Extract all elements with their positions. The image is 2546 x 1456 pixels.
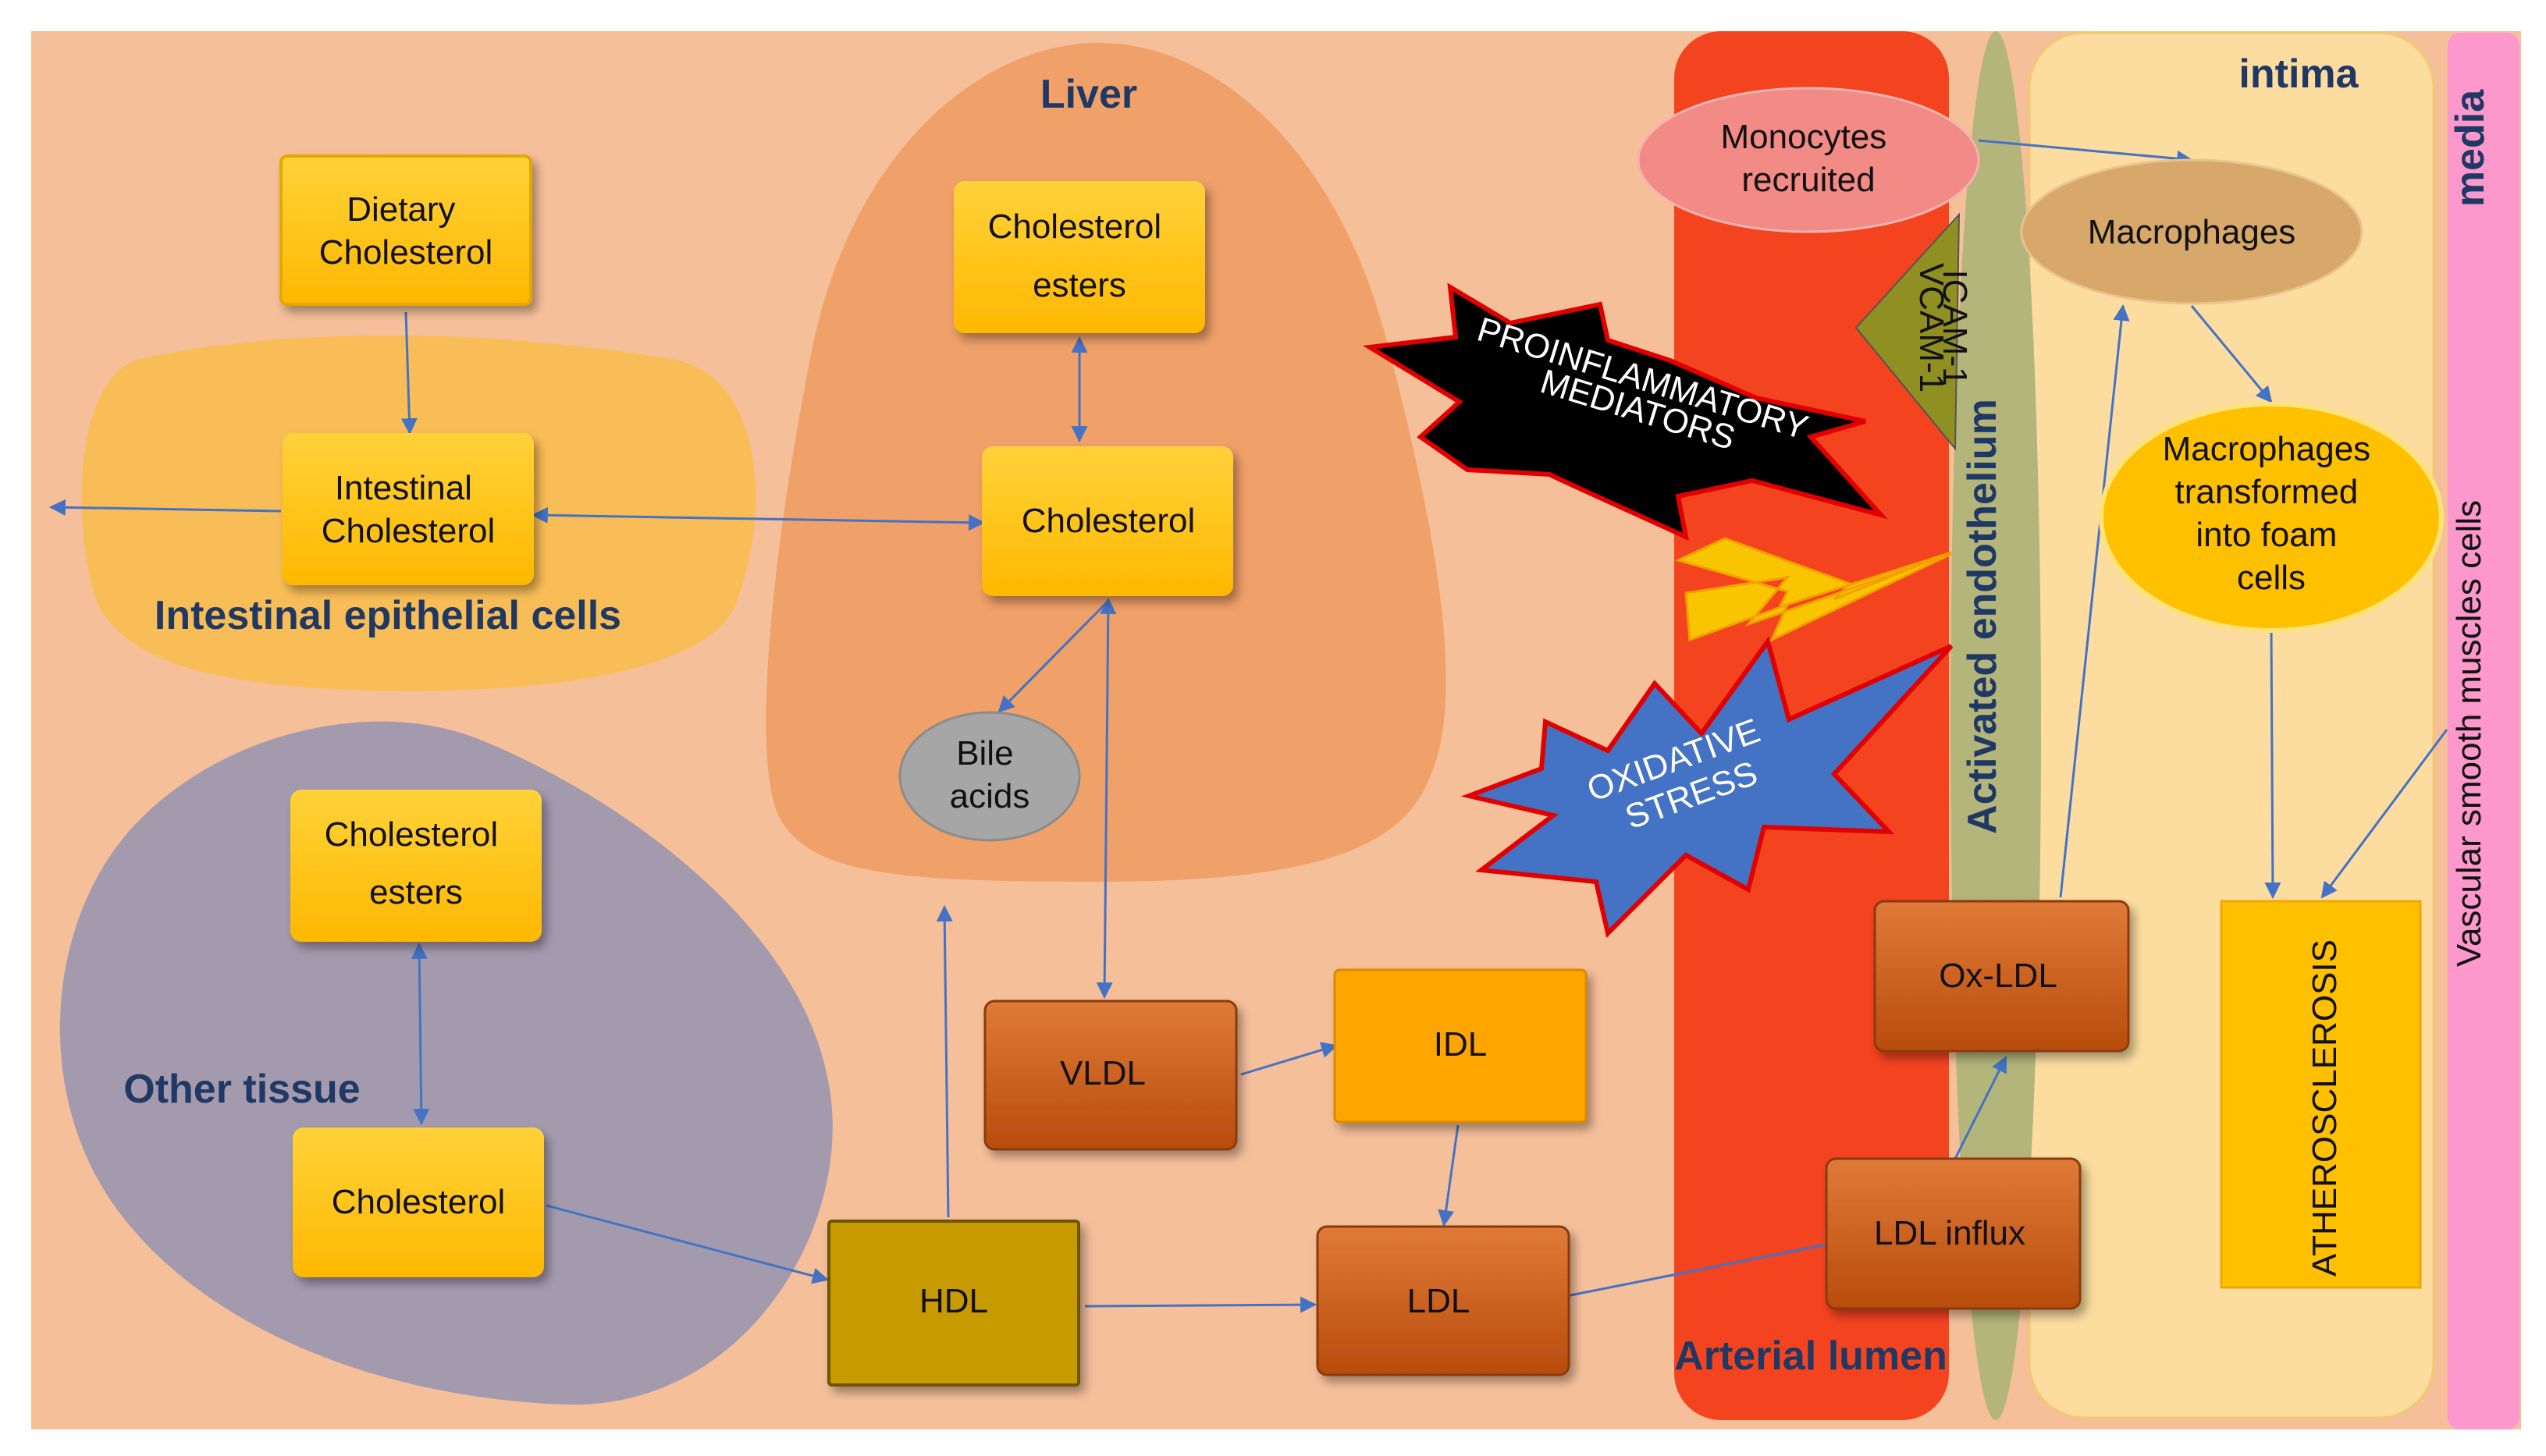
arrow-vldl-to-idl bbox=[1240, 1042, 1339, 1076]
icam-label: ICAM-1 bbox=[1936, 269, 1974, 385]
arrow-dietary-to-intestinal bbox=[400, 311, 418, 435]
bile-acids-node bbox=[898, 711, 1081, 842]
arrow-cholesterol-vldl bbox=[1096, 597, 1117, 1000]
arrow-monocytes-to-macrophages bbox=[1978, 139, 2194, 167]
tissue-cholesterol-esters-label: Cholesterol esters bbox=[325, 815, 508, 911]
smooth-muscle-label: Vascular smooth muscles cells bbox=[2450, 500, 2488, 967]
dietary-cholesterol-label: Dietary Cholesterol bbox=[319, 190, 493, 272]
other-tissue-label: Other tissue bbox=[123, 1067, 360, 1112]
tissue-cholesterol-label: Cholesterol bbox=[332, 1183, 506, 1221]
arrow-hdl-to-liver bbox=[936, 904, 953, 1218]
liver-cholesterol-esters-label: Cholesterol esters bbox=[988, 208, 1172, 304]
endothelium-region bbox=[1950, 31, 2041, 1420]
arrow-foam-to-atherosclerosis bbox=[2264, 630, 2281, 900]
tissue-cholesterol-node bbox=[293, 1128, 544, 1277]
arrow-ldl-to-influx bbox=[1570, 1243, 1827, 1297]
macrophages-label: Macrophages bbox=[2088, 213, 2296, 251]
adhesion-molecules-triangle bbox=[1854, 212, 1961, 451]
intima-label: intima bbox=[2238, 51, 2359, 97]
monocytes-node bbox=[1637, 87, 1980, 233]
arrow-cholesterol-to-bile bbox=[997, 599, 1110, 713]
liver-label: Liver bbox=[1040, 72, 1137, 117]
media-label: media bbox=[2448, 89, 2493, 207]
hdl-node bbox=[827, 1220, 1080, 1387]
atherosclerosis-node bbox=[2220, 900, 2422, 1289]
arrow-macrophages-to-foam bbox=[2190, 305, 2273, 403]
vldl-node bbox=[983, 1000, 1238, 1151]
monocytes-label: Monocytes recruited bbox=[1721, 118, 1897, 199]
arrow-idl-to-ldl bbox=[1438, 1124, 1460, 1227]
oxidative-stress-burst-icon bbox=[1460, 636, 1954, 938]
liver-cholesterol-label: Cholesterol bbox=[1022, 502, 1196, 540]
arrow-tissue-esters-cholesterol bbox=[411, 942, 430, 1126]
arrow-smooth-muscle-to-atherosclerosis bbox=[2320, 729, 2448, 899]
arterial-lumen-label: Arterial lumen bbox=[1674, 1333, 1947, 1379]
tissue-cholesterol-esters-node bbox=[290, 790, 542, 942]
atherosclerosis-label: ATHEROSCLEROSIS bbox=[2306, 939, 2344, 1277]
hdl-label: HDL bbox=[919, 1282, 988, 1320]
ldl-influx-label: LDL influx bbox=[1874, 1214, 2025, 1252]
arrow-hdl-to-ldl bbox=[1084, 1296, 1317, 1313]
ldl-node bbox=[1316, 1225, 1570, 1376]
ox-ldl-node bbox=[1873, 900, 2130, 1053]
ox-ldl-label: Ox-LDL bbox=[1939, 957, 2057, 995]
bile-acids-label: Bile acids bbox=[950, 734, 1030, 815]
ldl-label: LDL bbox=[1407, 1282, 1470, 1320]
lightning-bolt-icon bbox=[1674, 537, 1952, 643]
foam-cells-node bbox=[2099, 402, 2444, 633]
arrow-oxldl-to-macrophages bbox=[2059, 304, 2130, 898]
vldl-label: VLDL bbox=[1060, 1054, 1146, 1092]
vcam-label: VCAM-1 bbox=[1912, 263, 1950, 392]
other-tissue-region bbox=[59, 721, 833, 1405]
dietary-cholesterol-node bbox=[279, 154, 532, 306]
ldl-influx-node bbox=[1825, 1157, 2082, 1310]
macrophages-node bbox=[2020, 158, 2363, 305]
arrow-intestinal-liver bbox=[531, 506, 986, 531]
arrows bbox=[48, 139, 2448, 1313]
foam-cells-label: Macrophages transformed into foam cells bbox=[2163, 430, 2381, 597]
arrow-influx-to-oxldl bbox=[1954, 1056, 2007, 1159]
idl-node bbox=[1333, 968, 1588, 1124]
intestinal-cholesterol-label: Intestinal Cholesterol bbox=[322, 469, 496, 550]
media-region bbox=[2448, 33, 2519, 1429]
arrow-intestinal-out bbox=[48, 499, 282, 516]
liver-cholesterol-esters-node bbox=[954, 181, 1205, 333]
intestinal-label: Intestinal epithelial cells bbox=[155, 593, 621, 638]
proinflammatory-burst-icon bbox=[1363, 282, 1888, 542]
liver-cholesterol-node bbox=[982, 446, 1233, 596]
intestinal-cholesterol-node bbox=[283, 433, 534, 585]
endothelium-label: Activated endothelium bbox=[1960, 399, 2005, 834]
idl-label: IDL bbox=[1434, 1025, 1487, 1064]
arrow-tissue-cholesterol-to-hdl bbox=[546, 1204, 830, 1284]
